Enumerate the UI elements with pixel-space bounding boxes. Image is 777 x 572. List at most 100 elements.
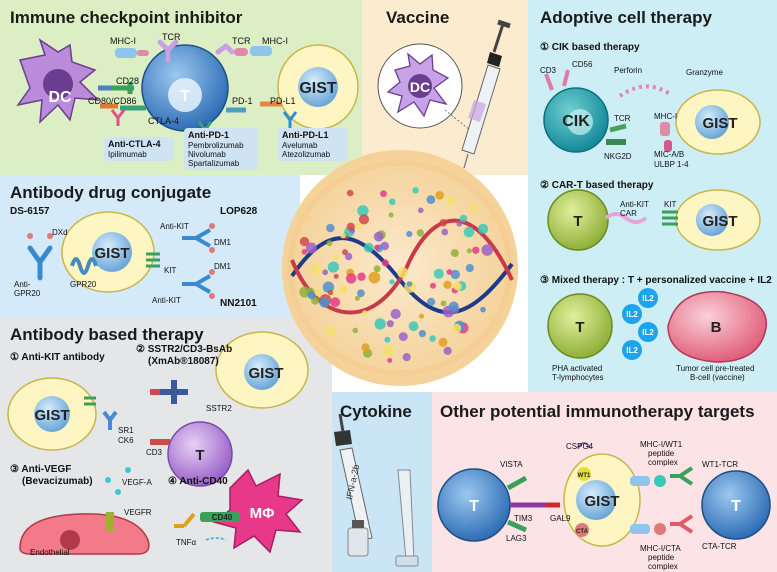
ab-gist-2 [150,331,309,445]
tumor-dot [463,226,475,238]
tumor-dot [443,280,452,289]
tumor-dot [383,345,395,356]
tumor-dot [338,285,348,294]
avelumab: Avelumab [282,141,318,150]
b-caption-1: Tumor cell pre-treated [676,364,755,373]
cart-heading: ② CAR-T based therapy [540,180,654,191]
vaccine-dc [377,43,463,129]
tumor-dot [380,190,387,198]
tumor-dot [452,282,460,290]
spartalizumab: Spartalizumab [188,159,240,168]
tumor-dot [452,323,462,333]
nivolumab: Nivolumab [188,150,226,159]
ck6-label: CK6 [118,436,134,445]
anti-pd1-box: Anti-PD-1 Pembrolizumab Nivolumab Sparta… [184,128,258,170]
tumor-dot [345,273,357,284]
cik-label: CIK [562,113,590,130]
tumor-dot [328,290,334,296]
adc-gpr20 [70,257,98,275]
anti-ctla4-box: Anti-CTLA-4 Ipilimumab [104,137,174,161]
cd40-heading: ④ Anti-CD40 [168,476,228,487]
tumor-dot [406,230,413,238]
tnfa-label: TNFα [176,538,197,547]
tumor-dot [330,297,341,308]
il2-label-3: IL2 [626,346,638,355]
tumor-dot [466,248,472,254]
vaccine-syringe [444,19,511,169]
tumor-dot [389,279,395,285]
tcr-left-label: TCR [162,32,181,42]
other-t-right [701,470,771,540]
other-gist-label: GIST [584,493,619,510]
cart-gist-label: GIST [702,213,737,230]
mixed-b-cell [667,290,768,363]
b-caption-2: B-cell (vaccine) [690,373,745,382]
checkpoint-title: Immune checkpoint inhibitor [10,8,243,27]
cd3-label-ab: CD3 [146,448,163,457]
cta-tcr-label: CTA-TCR [702,542,737,551]
adc-ds6157 [27,233,53,281]
il2-label-1: IL2 [626,310,638,319]
mhc1-right [250,46,272,56]
tumor-dot [333,273,339,279]
dm1-top-label: DM1 [214,238,231,247]
mhc1-left [115,48,149,58]
tumor-dot [439,219,448,227]
tumor-dot [398,332,408,342]
antibody-title: Antibody based therapy [10,325,204,344]
wt1-tcr-label: WT1-TCR [702,460,738,469]
tumor-dot [389,198,396,206]
cik-gist [675,89,761,155]
tumor-dot [418,313,425,319]
cd3-label-cik: CD3 [540,66,557,75]
anti-kit-car-label-2: CAR [620,209,637,218]
vegfr-label: VEGFR [124,508,152,517]
tumor-dot [430,282,436,289]
lop628-label: LOP628 [220,206,258,217]
sstr2-label: SSTR2 [206,404,232,413]
tumor-dot [445,196,455,206]
anti-kit-heading: ① Anti-KIT antibody [10,352,105,363]
cart-t-label: T [573,213,582,230]
tumor-microenvironment [282,150,518,386]
cik-cell [543,69,672,153]
tumor-dot [327,261,339,273]
tumor-dot [344,252,353,261]
ab-t-label: T [195,447,204,464]
tumor-dot [326,223,335,233]
wt1-complex-label-3: complex [648,458,678,467]
wt1-complex-label-2: peptide [648,449,675,458]
t-label-checkpoint: T [180,88,190,105]
tumor-dot [354,295,360,301]
gist-label-checkpoint: GIST [299,80,337,97]
tumor-dot [357,272,366,281]
tumor-dot [358,214,370,225]
tumor-dot [456,221,463,227]
endothelial-label: Endothelial [30,548,70,557]
tumor-dot [352,327,359,334]
il2-label-4: IL2 [642,294,654,303]
ipilimumab: Ipilimumab [108,150,147,159]
other-title: Other potential immunotherapy targets [440,402,755,421]
tumor-dot [438,337,448,347]
ds6157-label: DS-6157 [10,206,50,217]
tcr-right [215,43,248,56]
gist-cell-checkpoint [277,44,359,130]
vaccine-title: Vaccine [386,8,450,27]
cik-heading: ① CIK based therapy [540,42,640,53]
tumor-dot [450,269,460,280]
tumor-dot [408,321,419,332]
wt1-complex [630,466,694,487]
pd1-pair [226,101,282,113]
other-t-left [437,468,546,542]
tumor-dot [446,269,453,275]
cart-gist [662,189,761,251]
t-cell-checkpoint [141,44,229,132]
nn2101-label: NN2101 [220,298,257,309]
tumor-dot [480,306,486,313]
tumor-dot [441,228,449,236]
ab-t-cell [167,421,233,487]
cd28-label: CD28 [116,76,140,86]
macrophage [174,468,304,554]
